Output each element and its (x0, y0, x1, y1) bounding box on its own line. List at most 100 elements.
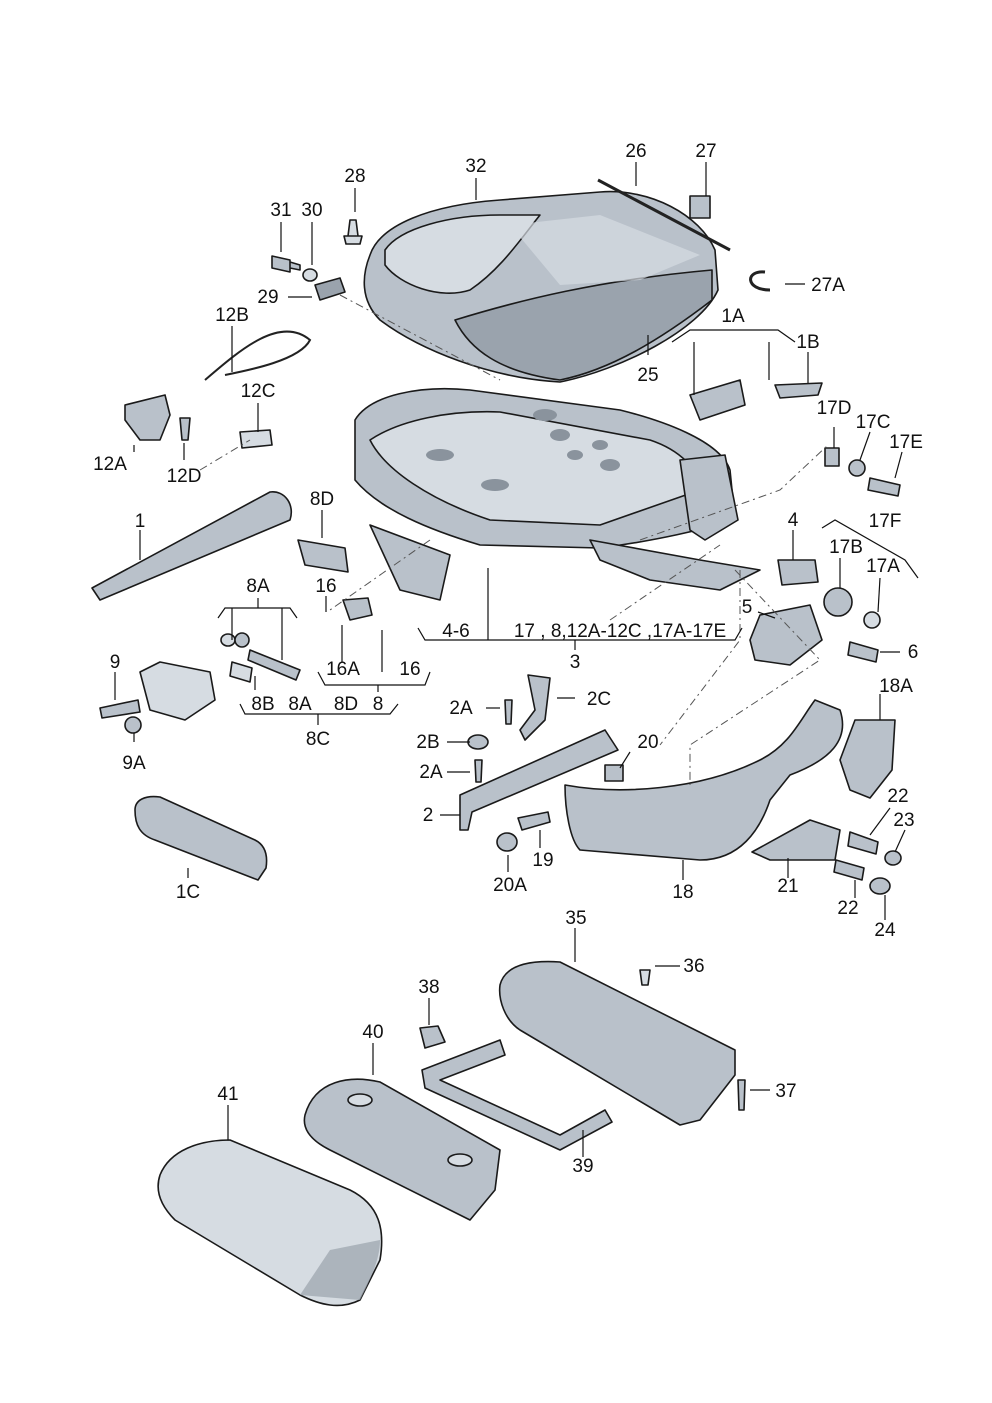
part-17B-cap (823, 587, 853, 617)
part-6-bolt (847, 641, 879, 663)
part-18A-cover (839, 719, 896, 799)
label-32: 32 (465, 156, 486, 177)
label-36: 36 (683, 956, 704, 977)
label-4: 4 (788, 510, 799, 531)
label-2B: 2B (416, 732, 439, 753)
label-21: 21 (777, 876, 798, 897)
part-40-module (303, 1078, 501, 1221)
part-8A-nut (234, 632, 250, 648)
part-39-frame (421, 1039, 613, 1151)
label-37: 37 (775, 1081, 796, 1102)
part-16-plug (342, 597, 373, 621)
part-23-cap (884, 850, 902, 866)
label-17C: 17C (856, 412, 891, 433)
label-38: 38 (418, 977, 439, 998)
part-3-seat-frame (354, 387, 761, 601)
part-20-clip (604, 764, 624, 782)
label-8: 8 (373, 694, 384, 715)
label-3: 3 (570, 652, 581, 673)
label-25: 25 (637, 365, 658, 386)
part-1-trim (91, 491, 292, 601)
part-30-washer (302, 268, 318, 282)
label-24: 24 (874, 920, 896, 941)
part-41-side (300, 1240, 380, 1300)
label-8D: 8D (310, 489, 334, 510)
part-12A-lever (124, 394, 171, 441)
label-2A-b: 2A (419, 762, 443, 783)
label-39: 39 (572, 1156, 593, 1177)
part-29-clip (314, 277, 346, 301)
part-32-seat-cover (363, 190, 719, 383)
label-20: 20 (637, 732, 658, 753)
part-4-adjuster (777, 559, 819, 586)
label-12A: 12A (93, 454, 127, 475)
label-1: 1 (135, 511, 146, 532)
label-40: 40 (362, 1022, 383, 1043)
part-2B-cap (467, 734, 489, 750)
part-9-bolt (99, 699, 141, 719)
part-2C-bracket (519, 674, 551, 741)
part-2-rail (459, 729, 619, 831)
part-2A-screw-b (474, 759, 483, 783)
part-17C-bush (848, 459, 866, 477)
label-27: 27 (695, 141, 716, 162)
part-8D-cover (297, 539, 349, 573)
part-12D-screw (179, 417, 191, 441)
label-16-bottom: 16 (399, 659, 420, 680)
part-40-boss-a (347, 1093, 373, 1107)
label-22-a: 22 (887, 786, 908, 807)
label-31: 31 (270, 200, 291, 221)
part-1A-latch (689, 379, 746, 421)
label-35: 35 (565, 908, 586, 929)
label-23: 23 (893, 810, 914, 831)
part-8A-bolt (247, 649, 301, 681)
label-6: 6 (908, 642, 919, 663)
part-1C-pad (134, 795, 268, 881)
part-20A-cap (496, 832, 518, 852)
part-21-lever (751, 819, 841, 861)
label-2: 2 (423, 805, 434, 826)
label-9: 9 (110, 652, 121, 673)
part-22-bolt-b (833, 859, 865, 881)
label-17F: 17F (869, 511, 902, 532)
label-8B: 8B (251, 694, 274, 715)
label-26: 26 (625, 141, 646, 162)
guide-lines (199, 294, 829, 785)
label-20A: 20A (493, 875, 527, 896)
part-28-push-clip (343, 219, 363, 245)
label-8D-bottom: 8D (334, 694, 358, 715)
label-18: 18 (672, 882, 693, 903)
label-41: 41 (217, 1084, 238, 1105)
label-17D: 17D (817, 398, 852, 419)
part-17D-bracket (824, 447, 840, 467)
label-27A: 27A (811, 275, 845, 296)
part-27A-ring (749, 270, 771, 292)
label-28: 28 (344, 166, 365, 187)
label-18A: 18A (879, 676, 913, 697)
label-17B: 17B (829, 537, 863, 558)
label-12B: 12B (215, 305, 249, 326)
part-17E-bolt (867, 477, 901, 497)
label-29: 29 (257, 287, 278, 308)
part-2A-screw-a (504, 699, 513, 725)
part-31-bolt (271, 255, 301, 273)
part-9-bracket (139, 661, 216, 721)
part-38-clip (419, 1025, 446, 1049)
label-17-group: 17 , 8,12A-12C ,17A-17E (514, 621, 726, 642)
label-12C: 12C (241, 381, 276, 402)
leader-lines (114, 162, 919, 1157)
label-17A: 17A (866, 556, 900, 577)
label-1B: 1B (796, 332, 819, 353)
label-2C: 2C (587, 689, 611, 710)
part-22-bolt-a (847, 831, 879, 855)
label-16-top: 16 (315, 576, 336, 597)
label-4-6: 4-6 (442, 621, 469, 642)
part-8B-sleeve (229, 661, 253, 683)
part-9A-nut (124, 716, 142, 734)
label-30: 30 (301, 200, 322, 221)
label-12D: 12D (167, 466, 202, 487)
part-12C-clip (239, 429, 273, 449)
part-18-side-panel (564, 699, 844, 861)
